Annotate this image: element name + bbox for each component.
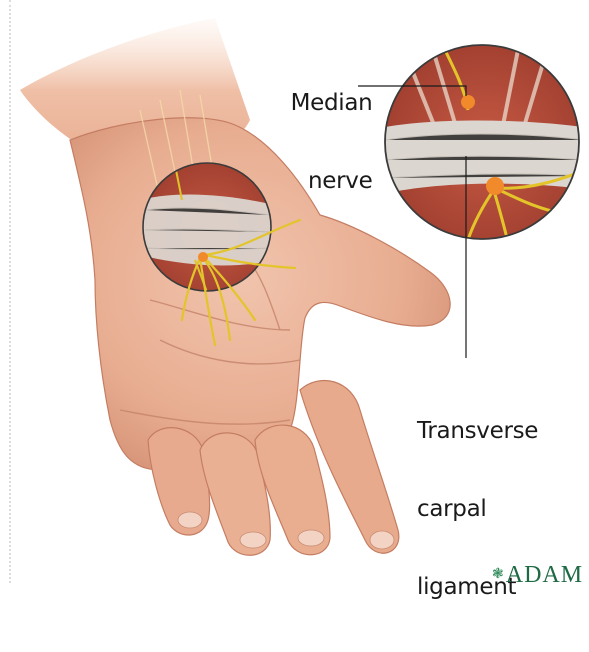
median-nerve-label: Median nerve <box>274 38 372 246</box>
adam-logo-icon: ❃ <box>492 567 505 582</box>
median-nerve-label-line2: nerve <box>274 168 372 194</box>
page-edge-divider <box>9 0 11 583</box>
adam-logo: ❃ADAM <box>492 562 583 589</box>
transverse-carpal-ligament-label: Transverse carpal ligament <box>417 366 538 652</box>
median-nerve-label-line1: Median <box>274 90 372 116</box>
zoom-inset <box>380 40 589 250</box>
illustration: Median nerve Transverse carpal ligament … <box>0 0 589 583</box>
adam-logo-text: ADAM <box>506 562 583 588</box>
ligament-label-line1: Transverse <box>417 418 538 444</box>
ligament-label-line2: carpal <box>417 496 538 522</box>
